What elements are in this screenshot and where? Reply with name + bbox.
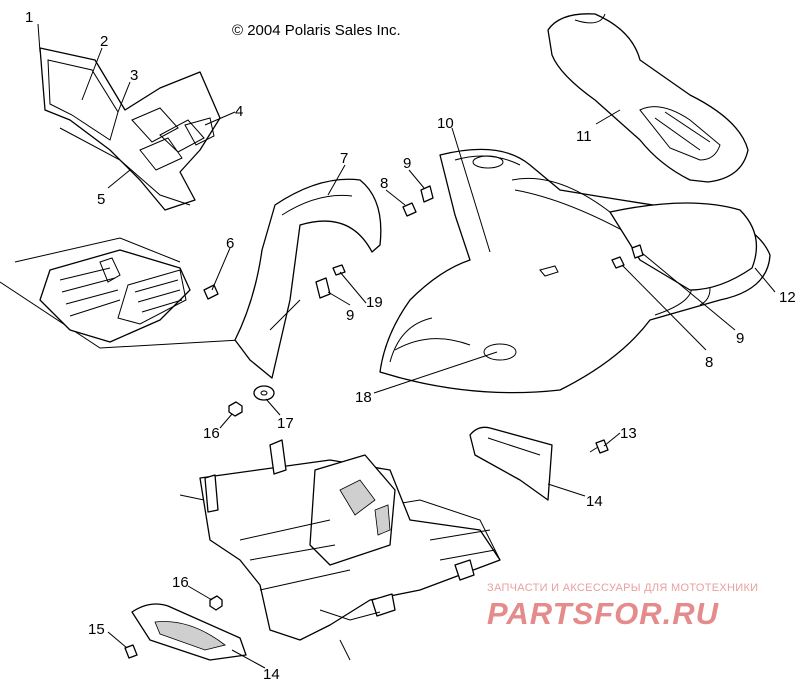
callout-15: 15: [88, 621, 105, 638]
callout-10: 10: [437, 115, 454, 132]
callout-12: 12: [779, 289, 796, 306]
washer-17: [253, 385, 275, 401]
watermark-tagline: ЗАПЧАСТИ И АКСЕССУАРЫ ДЛЯ МОТОТЕХНИКИ: [487, 582, 759, 594]
footrest-floor: [0, 237, 241, 349]
callout-3: 3: [130, 67, 138, 84]
callout-9-right: 9: [736, 330, 744, 347]
seat-11: [547, 13, 749, 183]
callout-5: 5: [97, 191, 105, 208]
callout-8-right: 8: [705, 354, 713, 371]
callout-13: 13: [620, 425, 637, 442]
callout-18: 18: [355, 389, 372, 406]
front-fender-7: [234, 178, 382, 379]
watermark-logo: PARTSFOR.RU: [487, 596, 720, 631]
push-rivet-13: [589, 439, 609, 454]
push-rivet-15: [124, 644, 138, 659]
heat-shield-14-upper: [469, 426, 553, 501]
callout-1: 1: [25, 9, 33, 26]
clip-and-screw-19: [315, 264, 346, 299]
callout-labels: 1 2 3 4 5 6 7 8 9 10 11 12 8 9 19 9 18 1…: [25, 9, 796, 682]
callout-2: 2: [100, 33, 108, 50]
callout-17: 17: [277, 415, 294, 432]
clip-9-upper: [420, 185, 434, 203]
callout-19: 19: [366, 294, 383, 311]
callout-9-upper: 9: [403, 155, 411, 172]
callout-16-lower: 16: [172, 574, 189, 591]
fastener-screw-8-upper: [402, 202, 417, 217]
skid-plate-14-lower: [131, 603, 247, 661]
frame-chassis: [179, 439, 501, 661]
callout-7: 7: [340, 150, 348, 167]
nut-16-upper: [228, 401, 243, 417]
leader-lines: [37, 23, 776, 669]
fastener-screw-8-right: [611, 256, 625, 269]
copyright-notice: © 2004 Polaris Sales Inc.: [232, 22, 401, 39]
callout-14-lower: 14: [263, 666, 280, 682]
callout-11: 11: [576, 128, 592, 145]
callout-8-upper: 8: [380, 175, 388, 192]
clip-9-right: [631, 244, 644, 259]
callout-6: 6: [226, 235, 234, 252]
callout-4: 4: [235, 103, 243, 120]
callout-9-lower: 9: [346, 307, 354, 324]
callout-14-upper: 14: [586, 493, 603, 510]
nut-16-lower: [209, 595, 223, 611]
front-panel-assembly: [39, 47, 221, 211]
callout-16-upper: 16: [203, 425, 220, 442]
fastener-screw-6: [203, 284, 219, 300]
rear-rack-12: [609, 202, 758, 291]
